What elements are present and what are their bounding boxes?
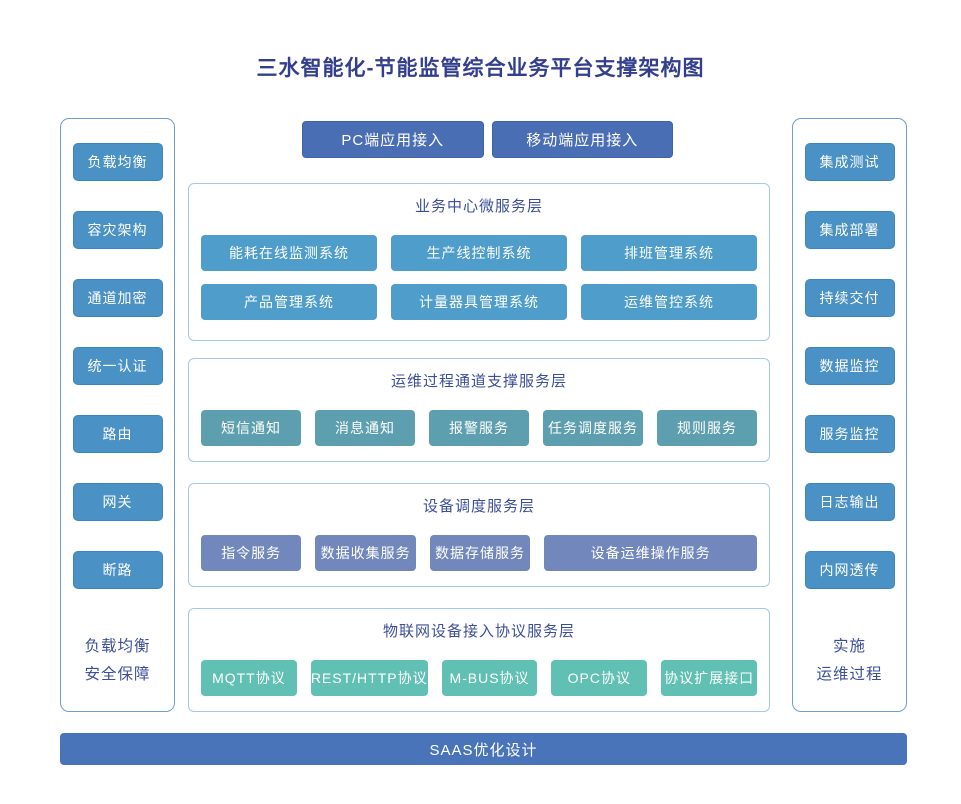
right-panel-node-service-monitoring: 服务监控 [804,415,895,453]
service-node-alarm-service: 报警服务 [429,410,529,446]
left-panel-caption-line1: 负载均衡 [84,638,151,655]
layer-iot-protocol: 物联网设备接入协议服务层 MQTT协议 REST/HTTP协议 M-BUS协议 … [188,608,770,712]
service-node-data-storage: 数据存储服务 [429,535,531,571]
service-node-shift-management: 排班管理系统 [581,235,757,271]
layer-business-title: 业务中心微服务层 [414,198,543,215]
layer-iot-protocol-row: MQTT协议 REST/HTTP协议 M-BUS协议 OPC协议 协议扩展接口 [201,660,758,696]
app-access-row: PC端应用接入 移动端应用接入 [302,121,673,158]
left-panel-node-channel-encryption: 通道加密 [72,279,163,317]
service-node-production-line-control: 生产线控制系统 [391,235,567,271]
layer-device-dispatch-row: 指令服务 数据收集服务 数据存储服务 设备运维操作服务 [201,535,757,571]
left-panel-node-routing: 路由 [72,415,163,453]
left-panel-node-load-balance: 负载均衡 [72,143,163,181]
layer-device-dispatch-title: 设备调度服务层 [422,498,535,515]
layer-iot-protocol-title: 物联网设备接入协议服务层 [382,623,575,640]
service-node-task-scheduling: 任务调度服务 [543,410,643,446]
left-panel-node-gateway: 网关 [72,483,163,521]
layer-ops-channel-support: 运维过程通道支撑服务层 短信通知 消息通知 报警服务 任务调度服务 规则服务 [188,358,770,462]
service-node-mbus-protocol: M-BUS协议 [441,660,538,696]
service-node-device-ops-operation: 设备运维操作服务 [544,535,757,571]
layer-ops-channel-row: 短信通知 消息通知 报警服务 任务调度服务 规则服务 [201,410,757,446]
service-node-energy-monitoring: 能耗在线监测系统 [201,235,377,271]
right-panel-node-continuous-delivery: 持续交付 [804,279,895,317]
service-node-rest-http-protocol: REST/HTTP协议 [310,660,428,696]
right-panel-node-integration-test: 集成测试 [804,143,895,181]
right-panel-node-intranet-passthrough: 内网透传 [804,551,895,589]
layer-business-row-2: 产品管理系统 计量器具管理系统 运维管控系统 [201,284,757,320]
service-node-sms-notify: 短信通知 [201,410,301,446]
right-panel-caption-line2: 运维过程 [816,666,883,683]
left-panel-caption-line2: 安全保障 [84,666,151,683]
page-title: 三水智能化-节能监管综合业务平台支撑架构图 [256,57,705,80]
service-node-rule-service: 规则服务 [657,410,757,446]
service-node-message-notify: 消息通知 [315,410,415,446]
service-node-protocol-extension: 协议扩展接口 [661,660,758,696]
left-panel-node-circuit-break: 断路 [72,551,163,589]
service-node-command-service: 指令服务 [201,535,302,571]
pc-access-node: PC端应用接入 [302,121,484,158]
right-panel-node-integration-deploy: 集成部署 [804,211,895,249]
layer-device-dispatch: 设备调度服务层 指令服务 数据收集服务 数据存储服务 设备运维操作服务 [188,483,770,587]
right-panel-caption-line1: 实施 [832,638,866,655]
right-panel: 集成测试 集成部署 持续交付 数据监控 服务监控 日志输出 内网透传 实施 运维… [792,118,907,712]
service-node-opc-protocol: OPC协议 [551,660,648,696]
service-node-ops-control: 运维管控系统 [581,284,757,320]
service-node-metering-instrument-management: 计量器具管理系统 [391,284,567,320]
left-panel-caption: 负载均衡 安全保障 [84,633,150,689]
right-panel-node-data-monitoring: 数据监控 [804,347,895,385]
service-node-product-management: 产品管理系统 [201,284,377,320]
layer-business-microservices: 业务中心微服务层 能耗在线监测系统 生产线控制系统 排班管理系统 产品管理系统 … [188,183,770,341]
saas-optimization-bar: SAAS优化设计 [60,733,907,765]
left-panel: 负载均衡 容灾架构 通道加密 统一认证 路由 网关 断路 负载均衡 安全保障 [60,118,175,712]
left-panel-node-unified-auth: 统一认证 [72,347,163,385]
right-panel-caption: 实施 运维过程 [816,633,882,689]
service-node-data-collection: 数据收集服务 [315,535,416,571]
left-panel-node-disaster-recovery: 容灾架构 [72,211,163,249]
layer-business-row-1: 能耗在线监测系统 生产线控制系统 排班管理系统 [201,235,757,271]
service-node-mqtt-protocol: MQTT协议 [201,660,297,696]
mobile-access-node: 移动端应用接入 [491,121,673,158]
right-panel-node-log-output: 日志输出 [804,483,895,521]
layer-ops-channel-title: 运维过程通道支撑服务层 [390,373,567,390]
